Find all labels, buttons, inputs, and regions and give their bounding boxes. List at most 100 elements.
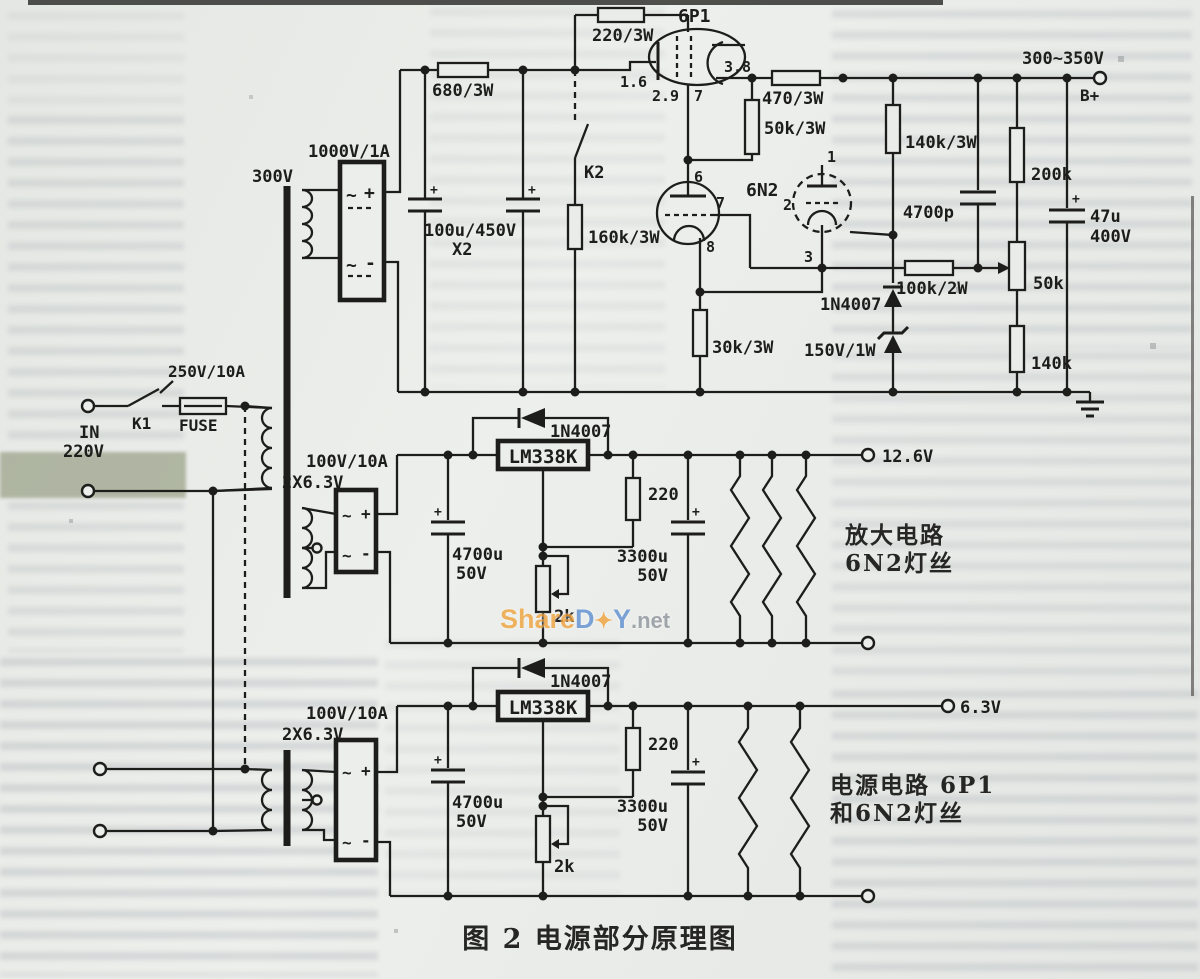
regulator-lm338k-1 bbox=[495, 438, 591, 472]
label-6p1: 6P1 bbox=[678, 6, 711, 27]
bg-text-center-bottom bbox=[385, 640, 620, 895]
label-load-12v-2: 6N2灯丝 bbox=[845, 550, 954, 577]
terminal-63v-return bbox=[860, 888, 876, 904]
diode-1n4007-ht: 1N4007 bbox=[820, 285, 903, 333]
cap-47u: + 47u 400V bbox=[1049, 78, 1131, 392]
center-tap-2 bbox=[311, 794, 323, 806]
ac-symbol: ~ bbox=[346, 185, 357, 206]
regulator-12v-section: LM338K 1N4007 + 4700u 50V bbox=[390, 408, 954, 651]
label-220-1: 220 bbox=[648, 485, 679, 505]
label-r50k: 50k/3W bbox=[764, 119, 826, 139]
ground-symbol bbox=[1076, 392, 1104, 418]
label-4700u-2v: 50V bbox=[456, 812, 487, 832]
label-2k-2: 2k bbox=[554, 857, 574, 877]
resistor-160k bbox=[566, 203, 584, 251]
heater-filament bbox=[737, 706, 759, 896]
diode-1n4007-reg2: 1N4007 bbox=[471, 658, 611, 706]
polarity-plus: + bbox=[434, 505, 442, 520]
label-d-ht: 1N4007 bbox=[820, 295, 881, 315]
label-4700u-1v: 50V bbox=[456, 564, 487, 584]
label-d-reg2: 1N4007 bbox=[550, 672, 611, 692]
label-pin-29: 2.9 bbox=[652, 87, 679, 105]
label-fuse: FUSE bbox=[179, 416, 218, 435]
label-220v: 220V bbox=[63, 442, 104, 462]
cap-4700p: 4700p bbox=[903, 78, 996, 268]
label-4700u-1: 4700u bbox=[452, 545, 503, 565]
zener-150v: 150V/1W bbox=[804, 325, 910, 392]
scan-edge-top bbox=[28, 0, 943, 5]
label-load-63v-1: 电源电路 6P1 bbox=[830, 772, 995, 799]
heater-filament bbox=[789, 706, 811, 896]
regulator-lm338k-2 bbox=[495, 689, 591, 723]
resistor-470 bbox=[770, 69, 822, 87]
label-pin8: 8 bbox=[706, 238, 715, 256]
watermark-share: Share bbox=[500, 604, 576, 634]
diode-1n4007-reg1: 1N4007 bbox=[471, 408, 611, 455]
pot-50k bbox=[1007, 240, 1027, 292]
polarity-plus: + bbox=[692, 505, 700, 520]
polarity-plus: + bbox=[434, 753, 442, 768]
label-220-2: 220 bbox=[648, 735, 679, 755]
ac-symbol: ~ bbox=[342, 833, 352, 852]
label-pin-7: 7 bbox=[694, 87, 703, 105]
polarity-plus: + bbox=[430, 183, 438, 198]
label-d-reg1: 1N4007 bbox=[550, 422, 611, 442]
resistor-30k bbox=[691, 308, 709, 358]
label-winding-2x63-1: 2X6.3V bbox=[282, 473, 343, 493]
label-r100k: 100k/2W bbox=[896, 279, 968, 299]
label-6n2: 6N2 bbox=[746, 180, 779, 201]
label-r140k: 140k bbox=[1031, 354, 1072, 374]
resistor-200k bbox=[1008, 126, 1026, 184]
polarity-plus: + bbox=[692, 755, 700, 770]
ac-symbol: ~ bbox=[342, 763, 352, 782]
heater-filament bbox=[729, 455, 751, 643]
scan-edge-right bbox=[1191, 196, 1194, 696]
watermark-y: Y bbox=[612, 604, 631, 634]
cap-4700u-2: + 4700u 50V bbox=[431, 706, 503, 896]
label-bridge3-rating: 100V/10A bbox=[306, 704, 388, 724]
primary-winding-2 bbox=[260, 768, 273, 832]
label-k2: K2 bbox=[584, 163, 604, 183]
label-4700u-2: 4700u bbox=[452, 793, 503, 813]
divider-chain: 200k 50k 140k bbox=[1007, 78, 1072, 392]
label-3300u-1v: 50V bbox=[637, 566, 668, 586]
watermark-net: .net bbox=[631, 608, 671, 633]
bridge-rectifier-3: ~ + ~ - bbox=[333, 706, 399, 896]
bridge-rectifier-2: ~ + ~ - bbox=[333, 455, 399, 643]
label-pot50k: 50k bbox=[1033, 274, 1064, 294]
label-63v: 6.3V bbox=[960, 698, 1001, 718]
label-r30k: 30k/3W bbox=[712, 338, 774, 358]
label-4700p: 4700p bbox=[903, 203, 954, 223]
label-pin6: 6 bbox=[694, 168, 703, 186]
cap-4700u-1: + 4700u 50V bbox=[431, 455, 503, 643]
label-47u: 47u bbox=[1090, 207, 1121, 227]
pot-2k-1: 2k bbox=[534, 547, 574, 643]
bg-text-bottom-left bbox=[0, 658, 378, 976]
label-cap-qty: X2 bbox=[452, 240, 472, 260]
ac-symbol: ~ bbox=[342, 506, 352, 525]
tube-6n2-left: 6 7 8 6N2 bbox=[655, 160, 779, 292]
ht-filter-caps: + + 100u/450V X2 bbox=[408, 70, 540, 392]
bg-text-left-lower bbox=[8, 502, 184, 652]
resistor-140k bbox=[1008, 324, 1026, 374]
minus-symbol: - bbox=[361, 831, 371, 850]
ac-symbol: ~ bbox=[342, 546, 352, 565]
resistor-220-3w bbox=[596, 6, 646, 24]
bg-text-right-lower bbox=[832, 690, 1198, 975]
primary-winding bbox=[260, 406, 273, 490]
transformer-1: 300V 100V/10A 2X6.3V bbox=[212, 167, 388, 598]
hv-winding bbox=[301, 188, 314, 260]
polarity-plus: + bbox=[1072, 192, 1080, 207]
label-pin1: 1 bbox=[827, 148, 836, 166]
minus-symbol: - bbox=[361, 544, 371, 563]
label-3300u-1: 3300u bbox=[617, 547, 668, 567]
ht-section: 680/3W + + 100u/450V X2 220/3W bbox=[398, 6, 1131, 418]
label-pin3: 3 bbox=[804, 248, 813, 266]
label-switch-k1: K1 bbox=[132, 414, 151, 433]
label-bplus: B+ bbox=[1080, 86, 1100, 105]
bplus-terminal bbox=[1092, 70, 1108, 86]
label-vout-ht: 300~350V bbox=[1022, 49, 1104, 69]
tube-6p1: 6P1 1.6 3.8 2.9 7 bbox=[615, 6, 752, 160]
resistor-140k-3w bbox=[884, 103, 902, 155]
